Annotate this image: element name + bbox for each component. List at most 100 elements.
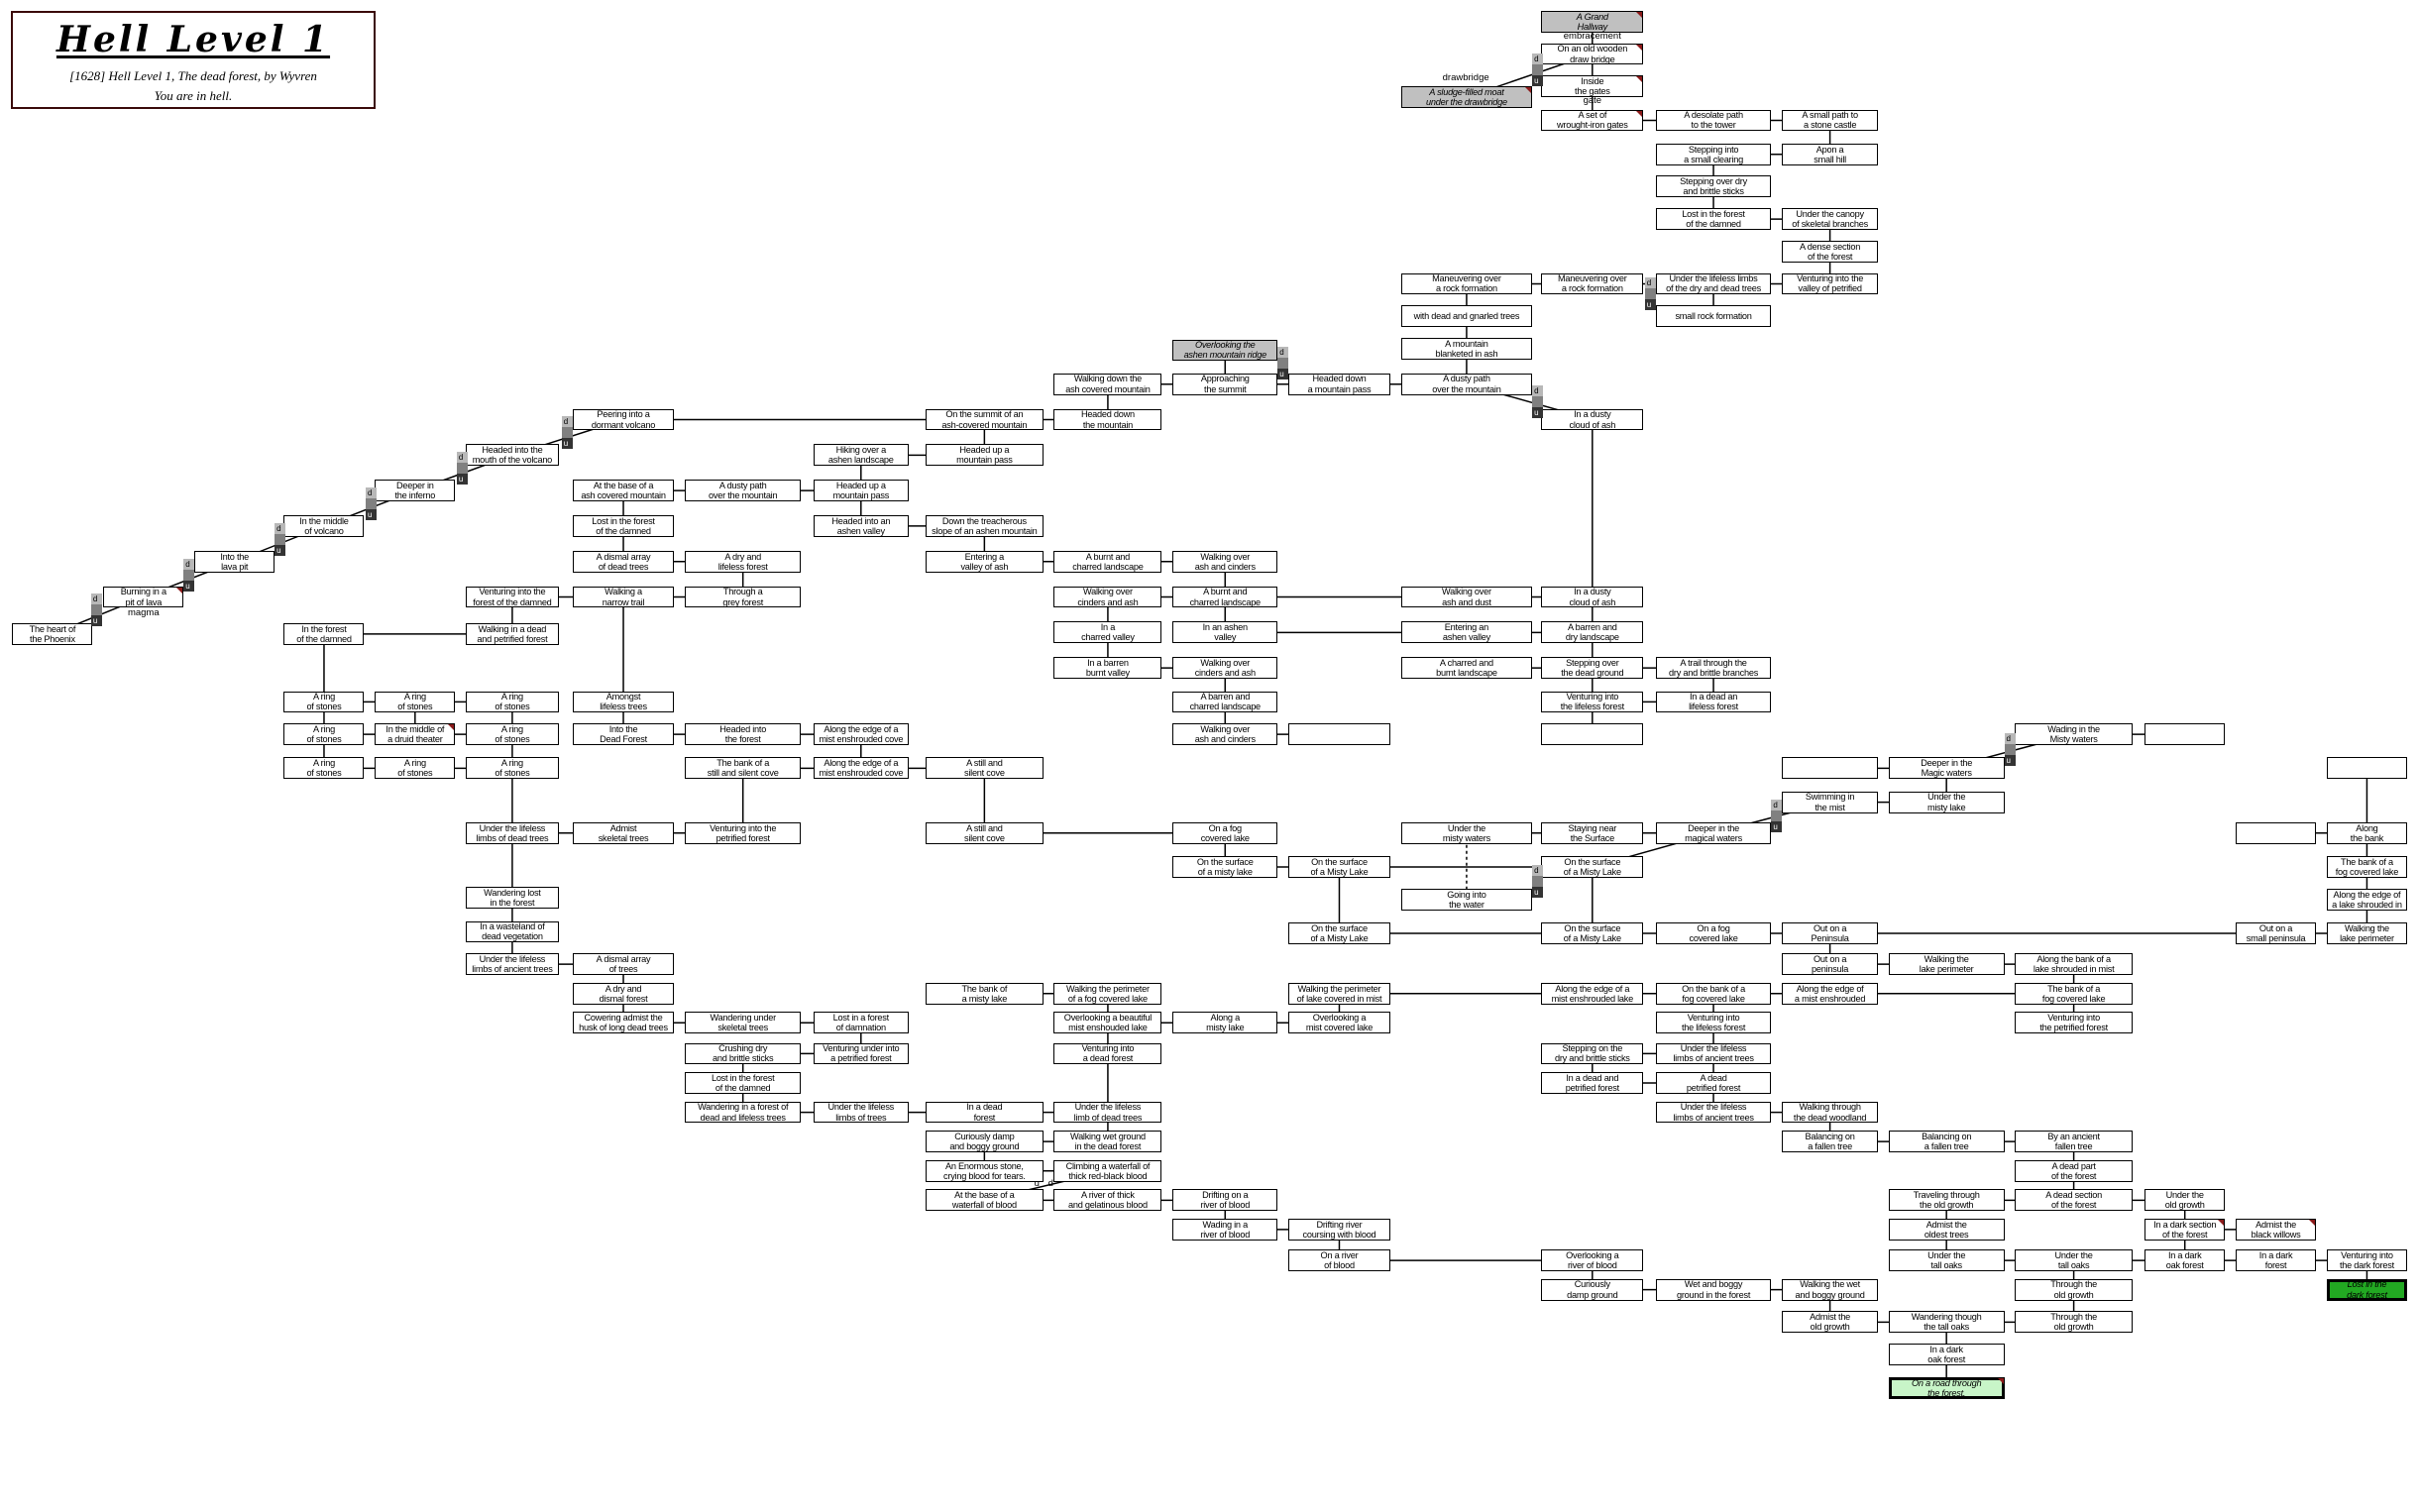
room-node[interactable]: A Grand Hallway bbox=[1541, 10, 1644, 33]
room-node[interactable]: In the middle of a druid theater bbox=[375, 723, 456, 746]
room-node[interactable]: A burnt and charred landscape bbox=[1053, 550, 1162, 573]
room-node[interactable]: Venturing under into a petrified forest bbox=[813, 1042, 910, 1065]
room-node[interactable]: Under the lifeless limbs of trees bbox=[813, 1101, 910, 1124]
room-node[interactable]: On a fog covered lake bbox=[1172, 821, 1278, 844]
room-node[interactable]: Venturing into the petrified forest bbox=[2015, 1012, 2133, 1034]
room-node[interactable]: Venturing into the forest of the damned bbox=[466, 586, 559, 608]
room-node[interactable]: Out on a small peninsula bbox=[2236, 922, 2317, 944]
room-node[interactable]: In a wasteland of dead vegetation bbox=[466, 920, 559, 943]
room-node[interactable]: In a dead forest bbox=[926, 1101, 1044, 1124]
room-node[interactable]: A barren and dry landscape bbox=[1541, 621, 1644, 644]
room-node[interactable]: In a dead and petrified forest bbox=[1541, 1072, 1644, 1094]
room-node[interactable]: In the middle of volcano bbox=[283, 515, 365, 537]
room-node[interactable]: Apon a small hill bbox=[1782, 143, 1878, 165]
room-node[interactable]: Walking the lake perimeter bbox=[1888, 953, 2005, 976]
room-node[interactable]: A dismal array of dead trees bbox=[572, 550, 675, 573]
room-node[interactable]: Under the misty lake bbox=[1888, 791, 2005, 813]
room-node[interactable]: Balancing on a fallen tree bbox=[1782, 1131, 1878, 1153]
room-node[interactable]: Amongst lifeless trees bbox=[572, 691, 675, 713]
room-node[interactable]: Under the old growth bbox=[2144, 1189, 2226, 1212]
room-node[interactable]: In a dark oak forest bbox=[2144, 1249, 2226, 1271]
room-node[interactable]: Walking down the ash covered mountain bbox=[1053, 373, 1162, 395]
room-node[interactable]: Burning in a pit of lava bbox=[103, 586, 184, 608]
room-node[interactable]: A dead part of the forest bbox=[2015, 1159, 2133, 1182]
room-node[interactable]: In a dark forest bbox=[2236, 1249, 2317, 1271]
room-node[interactable]: Through the old growth bbox=[2015, 1278, 2133, 1301]
room-node[interactable]: A set of wrought-iron gates bbox=[1541, 109, 1644, 132]
room-node[interactable]: Curiously damp ground bbox=[1541, 1278, 1644, 1301]
room-node[interactable]: Venturing into the petrified forest bbox=[685, 821, 802, 844]
room-node[interactable]: Headed into the mouth of the volcano bbox=[466, 444, 559, 467]
room-node[interactable]: Venturing into a dead forest bbox=[1053, 1042, 1162, 1065]
room-node[interactable]: Traveling through the old growth bbox=[1888, 1189, 2005, 1212]
room-node[interactable]: A dead petrified forest bbox=[1655, 1072, 1772, 1094]
room-node[interactable]: Out on a Peninsula bbox=[1782, 922, 1878, 944]
empty-room-node[interactable] bbox=[1288, 723, 1390, 746]
room-node[interactable]: On an old wooden draw bridge bbox=[1541, 43, 1644, 65]
room-node[interactable]: Walking through the dead woodland bbox=[1782, 1101, 1878, 1124]
room-node[interactable]: Along the edge of a mist enshrouded bbox=[1782, 982, 1878, 1005]
room-node[interactable]: Stepping over dry and brittle sticks bbox=[1655, 175, 1772, 198]
room-node[interactable]: Crushing dry and brittle sticks bbox=[685, 1042, 802, 1065]
room-node[interactable]: Under the lifeless limbs of the dry and … bbox=[1655, 272, 1772, 295]
room-node[interactable]: At the base of a ash covered mountain bbox=[572, 480, 675, 502]
room-node[interactable]: A charred and burnt landscape bbox=[1400, 657, 1533, 680]
room-node[interactable]: In a charred valley bbox=[1053, 621, 1162, 644]
room-node[interactable]: Walking the wet and boggy ground bbox=[1782, 1278, 1878, 1301]
room-node[interactable]: Lost in the forest of the damned bbox=[1655, 208, 1772, 230]
room-node[interactable]: Overlooking the ashen mountain ridge bbox=[1172, 339, 1278, 362]
room-node[interactable]: Under the canopy of skeletal branches bbox=[1782, 208, 1878, 230]
room-node[interactable]: A ring of stones bbox=[283, 723, 365, 746]
empty-room-node[interactable] bbox=[2144, 723, 2226, 746]
room-node[interactable]: On a fog covered lake bbox=[1655, 922, 1772, 944]
room-node[interactable]: Walking the lake perimeter bbox=[2326, 922, 2407, 944]
room-node[interactable]: Along the edge of a mist enshrouded cove bbox=[813, 757, 910, 780]
room-node[interactable]: A still and silent cove bbox=[926, 757, 1044, 780]
room-node[interactable]: Wading in a river of blood bbox=[1172, 1219, 1278, 1241]
room-node[interactable]: In a dark section of the forest bbox=[2144, 1219, 2226, 1241]
room-node[interactable]: An Enormous stone, crying blood for tear… bbox=[926, 1159, 1044, 1182]
room-node[interactable]: A ring of stones bbox=[466, 723, 559, 746]
room-node[interactable]: Headed down the mountain bbox=[1053, 408, 1162, 431]
room-node[interactable]: Deeper in the magical waters bbox=[1655, 821, 1772, 844]
room-node[interactable]: A desolate path to the tower bbox=[1655, 109, 1772, 132]
room-node[interactable]: Down the treacherous slope of an ashen m… bbox=[926, 515, 1044, 537]
room-node[interactable]: Going into the water bbox=[1400, 888, 1533, 911]
room-node[interactable]: Stepping into a small clearing bbox=[1655, 143, 1772, 165]
room-node[interactable]: On the bank of a fog covered lake bbox=[1655, 982, 1772, 1005]
room-node[interactable]: Drifting river coursing with blood bbox=[1288, 1219, 1390, 1241]
room-node[interactable]: On the surface of a Misty Lake bbox=[1541, 922, 1644, 944]
room-node[interactable]: Under the misty waters bbox=[1400, 821, 1533, 844]
room-node[interactable]: On the surface of a misty lake bbox=[1172, 856, 1278, 878]
room-node[interactable]: Along the bank bbox=[2326, 821, 2407, 844]
room-node[interactable]: Venturing into the lifeless forest bbox=[1655, 1012, 1772, 1034]
room-node[interactable]: The bank of a fog covered lake bbox=[2326, 856, 2407, 878]
room-node[interactable]: Curiously damp and boggy ground bbox=[926, 1131, 1044, 1153]
room-node[interactable]: On the surface of a Misty Lake bbox=[1541, 856, 1644, 878]
room-node[interactable]: A dense section of the forest bbox=[1782, 240, 1878, 263]
room-node[interactable]: Headed down a mountain pass bbox=[1288, 373, 1390, 395]
room-node[interactable]: Headed up a mountain pass bbox=[926, 444, 1044, 467]
room-node[interactable]: Under the tall oaks bbox=[1888, 1249, 2005, 1271]
room-node[interactable]: A barren and charred landscape bbox=[1172, 691, 1278, 713]
room-node[interactable]: In a dusty cloud of ash bbox=[1541, 408, 1644, 431]
room-node[interactable]: Admist the oldest trees bbox=[1888, 1219, 2005, 1241]
room-node[interactable]: Balancing on a fallen tree bbox=[1888, 1131, 2005, 1153]
room-node[interactable]: Deeper in the Magic waters bbox=[1888, 757, 2005, 780]
room-node[interactable]: Under the tall oaks bbox=[2015, 1249, 2133, 1271]
room-node[interactable]: Into the lava pit bbox=[194, 550, 275, 573]
room-node[interactable]: A dusty path over the mountain bbox=[685, 480, 802, 502]
room-node[interactable]: Peering into a dormant volcano bbox=[572, 408, 675, 431]
room-node[interactable]: A ring of stones bbox=[375, 757, 456, 780]
room-node[interactable]: Lost in the dark forest bbox=[2326, 1278, 2407, 1301]
room-node[interactable]: Through the old growth bbox=[2015, 1311, 2133, 1334]
room-node[interactable]: Under the lifeless limbs of ancient tree… bbox=[1655, 1101, 1772, 1124]
room-node[interactable]: A dismal array of trees bbox=[572, 953, 675, 976]
room-node[interactable]: Wading in the Misty waters bbox=[2015, 723, 2133, 746]
room-node[interactable]: A still and silent cove bbox=[926, 821, 1044, 844]
room-node[interactable]: Lost in the forest of the damned bbox=[685, 1072, 802, 1094]
room-node[interactable]: A mountain blanketed in ash bbox=[1400, 337, 1533, 360]
room-node[interactable]: In a dusty cloud of ash bbox=[1541, 586, 1644, 608]
room-node[interactable]: Swimming in the mist bbox=[1782, 791, 1878, 813]
room-node[interactable]: Along the edge of a lake shrouded in bbox=[2326, 888, 2407, 911]
